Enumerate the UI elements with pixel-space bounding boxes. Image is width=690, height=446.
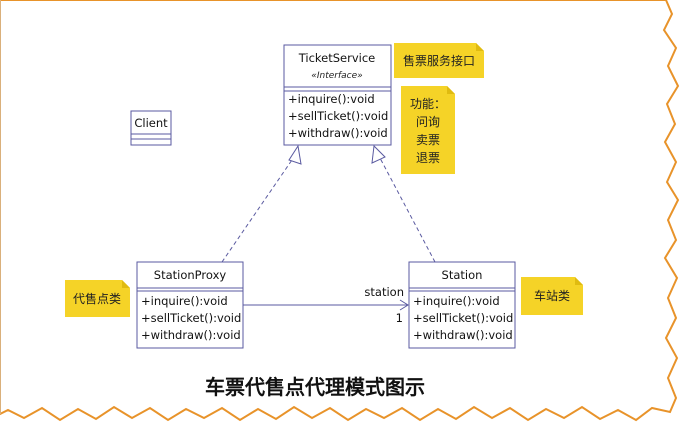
realization-proxy [221,156,295,263]
realization-station [379,157,436,263]
class-name: Client [134,116,168,130]
method: +inquire():void [288,92,375,106]
method: +withdraw():void [413,328,513,342]
method: +inquire():void [413,294,500,308]
svg-text:功能：: 功能： [410,97,446,111]
realization-arrow-icon [371,144,386,164]
method: +sellTicket():void [288,109,388,123]
class-ticket-service[interactable]: TicketService «Interface» +inquire():voi… [283,44,392,146]
svg-text:代售点类: 代售点类 [73,291,121,306]
class-name: StationProxy [154,268,227,282]
svg-text:卖票: 卖票 [416,133,440,147]
method: +withdraw():void [288,126,388,140]
diagram-title: 车票代售点代理模式图示 [205,375,425,399]
association-arrow-icon [399,299,409,311]
class-name: Station [442,268,483,282]
class-name: TicketService [298,51,376,65]
svg-text:售票服务接口: 售票服务接口 [403,53,475,68]
svg-text:退票: 退票 [416,151,440,165]
method: +withdraw():void [141,328,241,342]
svg-text:车站类: 车站类 [534,288,570,303]
class-station[interactable]: Station +inquire():void +sellTicket():vo… [408,261,516,349]
note-functions: 功能： 问询 卖票 退票 [401,86,455,174]
svg-text:问询: 问询 [416,115,440,129]
realization-arrow-icon [288,144,302,165]
method: +sellTicket():void [413,311,513,325]
association-multiplicity: 1 [396,311,403,325]
association-role: station [364,285,404,299]
method: +inquire():void [141,294,228,308]
note-proxy: 代售点类 [65,280,130,317]
note-station: 车站类 [521,277,583,315]
method: +sellTicket():void [141,311,241,325]
note-interface: 售票服务接口 [394,43,484,78]
class-station-proxy[interactable]: StationProxy +inquire():void +sellTicket… [136,261,244,349]
stereotype: «Interface» [311,71,362,81]
class-client[interactable]: Client [130,110,172,146]
